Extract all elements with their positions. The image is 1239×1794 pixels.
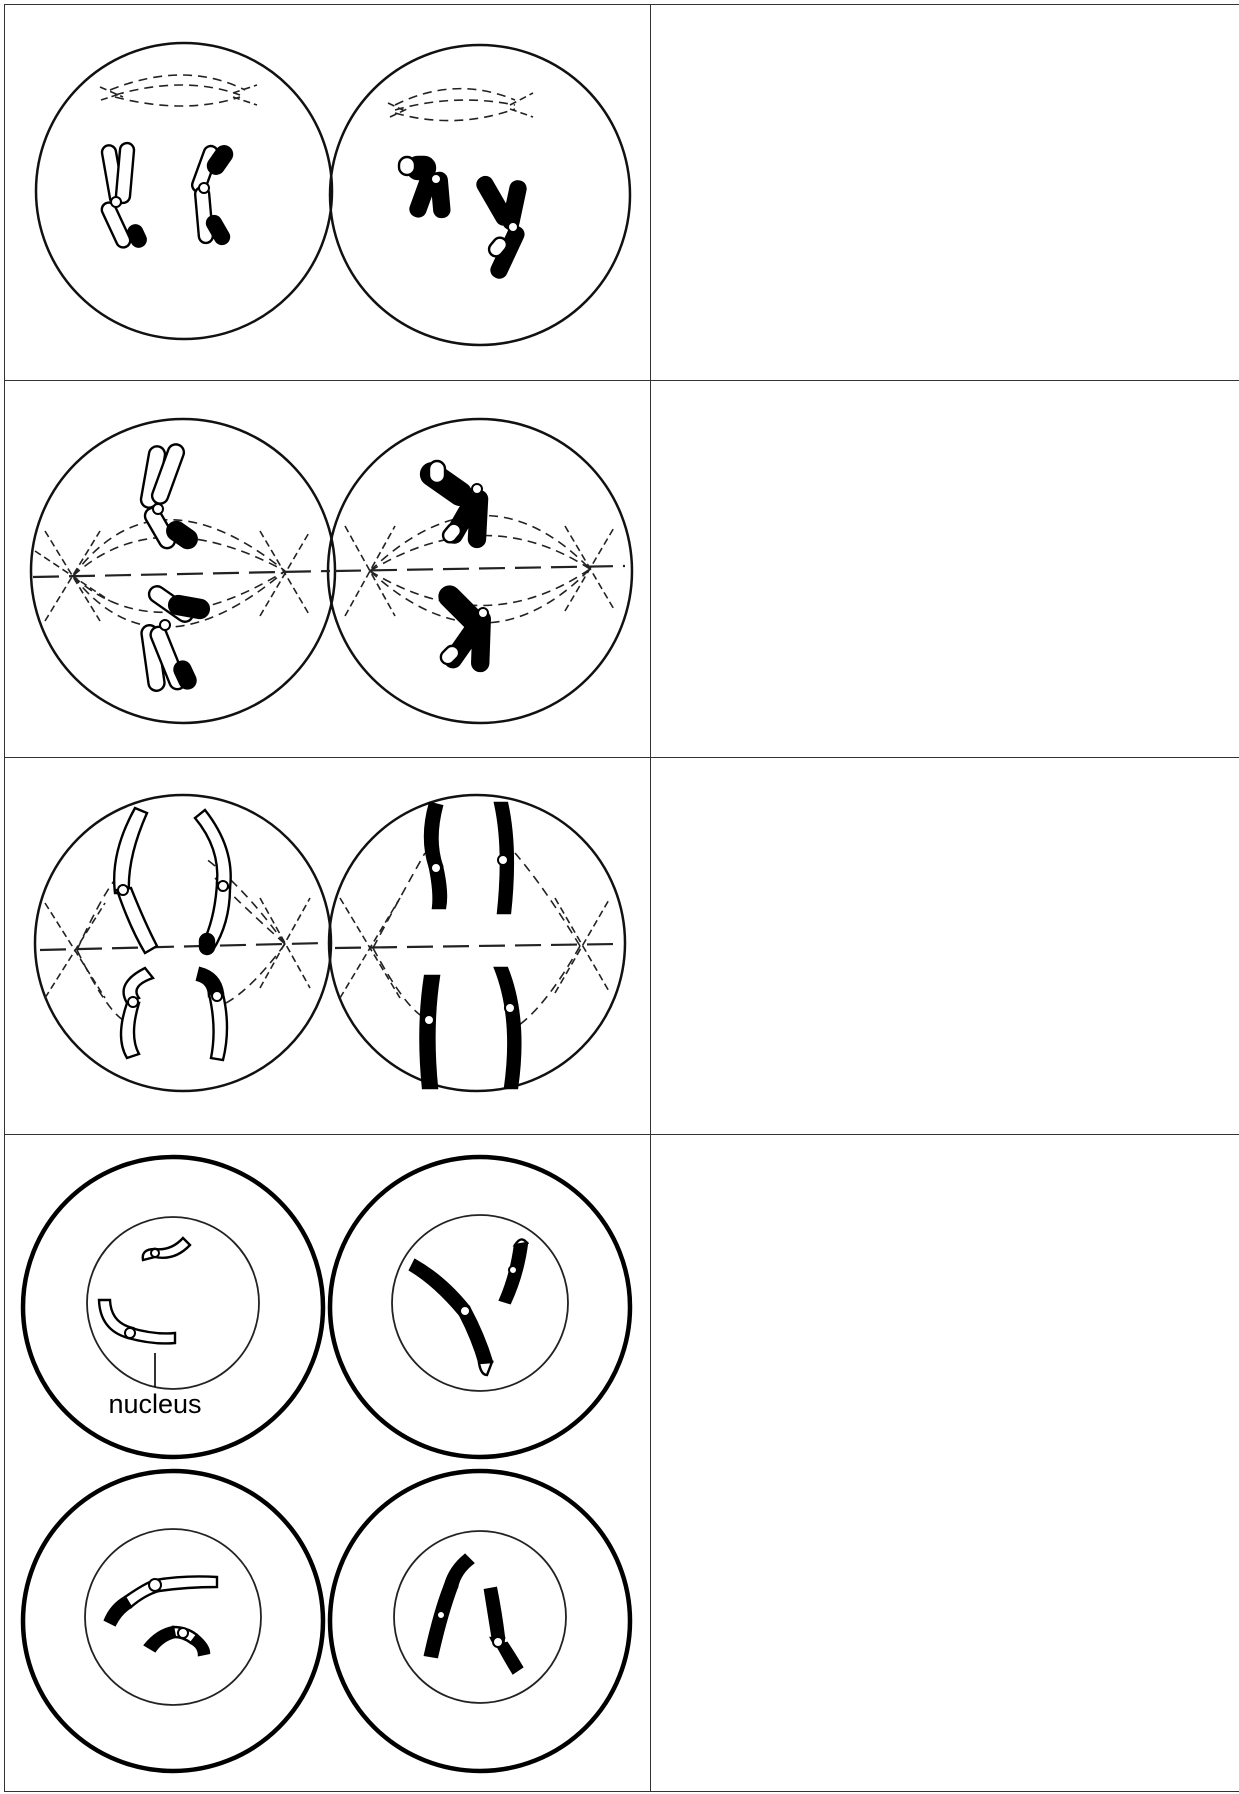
- stage-4-figure-cell: nucleus: [5, 1135, 651, 1792]
- stage-4-drawing: nucleus: [5, 1135, 650, 1791]
- stage-3-answer-cell[interactable]: [651, 758, 1239, 1135]
- stage-1-right-spindle-remnant: [388, 89, 533, 121]
- stage-4-cell-bottom-right: [330, 1471, 630, 1771]
- stage-2-figure-cell: [5, 381, 651, 758]
- stage-1-figure-cell: [5, 5, 651, 381]
- stage-4-cell-bottom-left: [23, 1471, 323, 1771]
- stage-4-cell-top-right: [330, 1157, 630, 1457]
- stage-3-right-cell: [329, 795, 625, 1091]
- stage-1-left-spindle-remnant: [100, 75, 257, 106]
- stage-3-right-chromatids: [420, 803, 520, 1088]
- stage-4-top-right-chromosomes: [410, 1239, 527, 1375]
- stage-2-left-chromosome-a: [140, 442, 201, 551]
- stages-table: nucleus: [4, 4, 1239, 1792]
- stage-1-left-cell: [36, 43, 332, 339]
- stage-3-drawing: [5, 758, 650, 1134]
- stage-row-4: nucleus: [5, 1135, 1239, 1792]
- stage-1-right-cell: [330, 45, 630, 345]
- stage-1-right-chromosome-b: [475, 174, 527, 279]
- stage-1-left-chromosome-b: [190, 143, 235, 246]
- stage-3-left-chromatids: [114, 808, 231, 1060]
- stage-1-answer-cell[interactable]: [651, 5, 1239, 381]
- nucleus-label: nucleus: [108, 1389, 201, 1419]
- stage-4-answer-cell[interactable]: [651, 1135, 1239, 1792]
- stage-2-right-chromosome-b: [435, 582, 490, 671]
- stage-3-right-spindle: [335, 853, 617, 1028]
- stage-4-bottom-right-chromosomes: [425, 1555, 522, 1673]
- stage-4-bottom-left-chromosomes: [105, 1576, 217, 1655]
- stage-2-left-chromosome-b: [140, 583, 210, 692]
- stage-2-answer-cell[interactable]: [651, 381, 1239, 758]
- stage-row-3: [5, 758, 1239, 1135]
- stage-row-2: [5, 381, 1239, 758]
- stage-1-left-chromosome-a: [100, 143, 148, 250]
- stage-1-drawing: [5, 5, 650, 380]
- stage-1-right-chromosome-a: [399, 157, 450, 218]
- stage-4-top-left-chromosomes: [99, 1238, 190, 1343]
- stage-4-nucleus-bottom-right: [394, 1531, 566, 1703]
- stage-3-left-spindle: [40, 858, 325, 1020]
- stage-row-1: [5, 5, 1239, 381]
- stage-3-figure-cell: [5, 758, 651, 1135]
- stage-2-right-chromosome-a: [417, 459, 488, 547]
- stage-2-drawing: [5, 381, 650, 757]
- stage-4-nucleus-top-left: [87, 1217, 259, 1389]
